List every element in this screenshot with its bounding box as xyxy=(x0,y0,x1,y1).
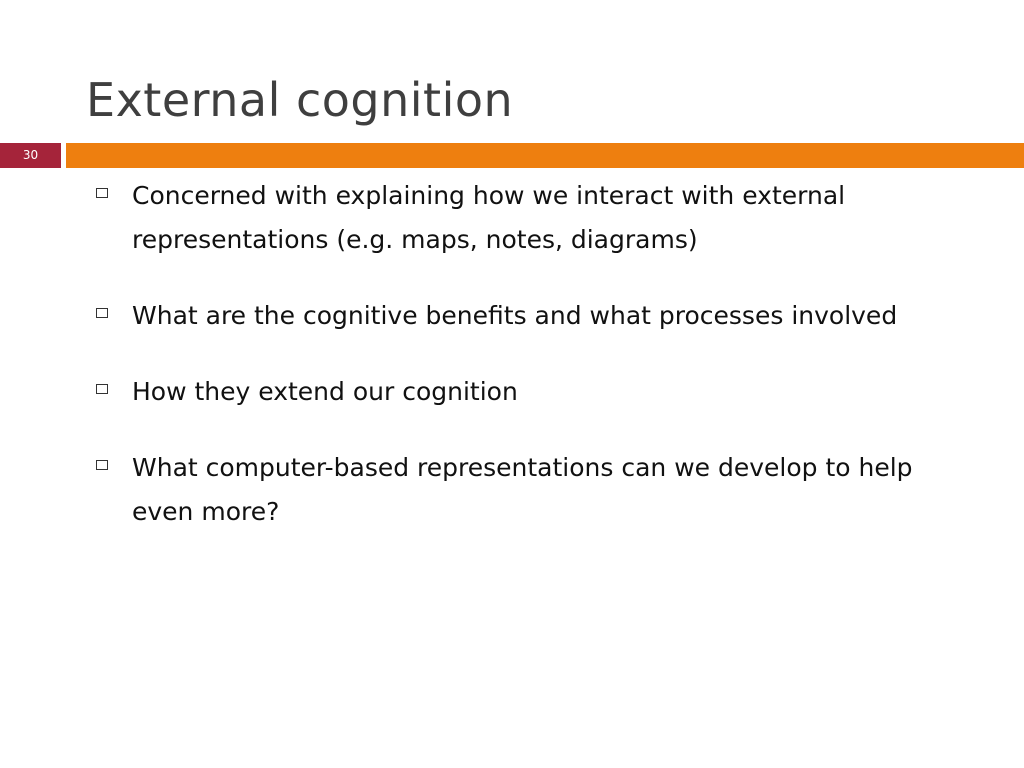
bullet-item: Concerned with explaining how we interac… xyxy=(96,174,976,262)
bullet-text: What computer-based representations can … xyxy=(132,453,913,526)
slide-title: External cognition xyxy=(86,73,514,127)
hollow-square-icon xyxy=(96,460,108,470)
page-number-badge: 30 xyxy=(0,143,61,168)
bullet-list: Concerned with explaining how we interac… xyxy=(96,174,976,566)
page-number: 30 xyxy=(22,148,39,162)
bullet-item: What are the cognitive benefits and what… xyxy=(96,294,976,338)
bullet-text: Concerned with explaining how we interac… xyxy=(132,181,846,254)
bullet-text: What are the cognitive benefits and what… xyxy=(132,301,898,330)
bullet-text: How they extend our cognition xyxy=(132,377,518,406)
hollow-square-icon xyxy=(96,384,108,394)
hollow-square-icon xyxy=(96,188,108,198)
accent-bar xyxy=(66,143,1024,168)
bullet-item: What computer-based representations can … xyxy=(96,446,976,534)
hollow-square-icon xyxy=(96,308,108,318)
bullet-item: How they extend our cognition xyxy=(96,370,976,414)
